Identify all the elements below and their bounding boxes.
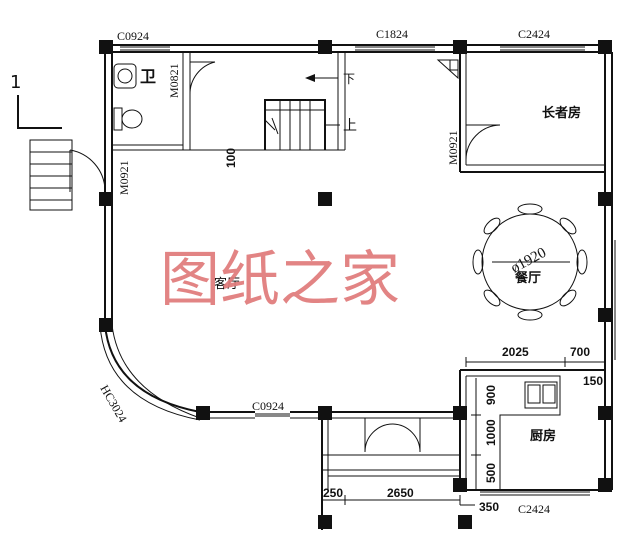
dining-room-label: 餐厅 xyxy=(514,270,541,286)
section-mark-label: 1 xyxy=(10,72,21,93)
dim-100: 100 xyxy=(224,148,238,168)
section-marker xyxy=(17,95,62,129)
window-label-bottom-right: C2424 xyxy=(518,502,550,516)
dim-350: 350 xyxy=(479,500,499,514)
flue-marker xyxy=(436,59,459,80)
kitchen-counter xyxy=(466,375,561,490)
dim-2025: 2025 xyxy=(502,345,529,359)
door-label-left: M0921 xyxy=(117,160,131,195)
dim-150: 150 xyxy=(583,374,603,388)
bathroom-label: 卫 xyxy=(140,67,156,86)
curved-bay-wall xyxy=(99,324,201,421)
stair-down-label: 下 xyxy=(343,72,355,86)
dim-250: 250 xyxy=(323,486,343,500)
window-label-bottom: C0924 xyxy=(252,399,284,413)
windows xyxy=(120,46,590,496)
dim-900: 900 xyxy=(484,385,498,405)
dining-table xyxy=(472,203,588,321)
doors xyxy=(69,61,501,453)
dim-1000: 1000 xyxy=(484,419,498,446)
entry-steps xyxy=(29,139,73,211)
stairs xyxy=(264,74,340,150)
living-room-label: 客厅 xyxy=(214,276,240,292)
kitchen-label: 厨房 xyxy=(530,428,556,444)
window-label-top-mid: C1824 xyxy=(376,27,408,41)
door-label-elder: M0921 xyxy=(446,130,460,165)
dim-700: 700 xyxy=(570,345,590,359)
walls xyxy=(104,44,616,530)
door-label-bath: M0821 xyxy=(167,63,181,98)
dimension-lines xyxy=(322,357,606,506)
window-label-top-left: C0924 xyxy=(117,29,149,43)
elder-room-label: 长者房 xyxy=(542,105,581,121)
watermark-text: 图纸之家 xyxy=(160,245,400,315)
curved-window-label: HC3024 xyxy=(97,383,129,425)
stair-up-label: 上 xyxy=(343,118,357,134)
window-label-top-right: C2424 xyxy=(518,27,550,41)
bathroom-fixtures xyxy=(113,63,143,131)
columns xyxy=(99,40,612,529)
dim-2650: 2650 xyxy=(387,486,414,500)
dim-500: 500 xyxy=(484,463,498,483)
